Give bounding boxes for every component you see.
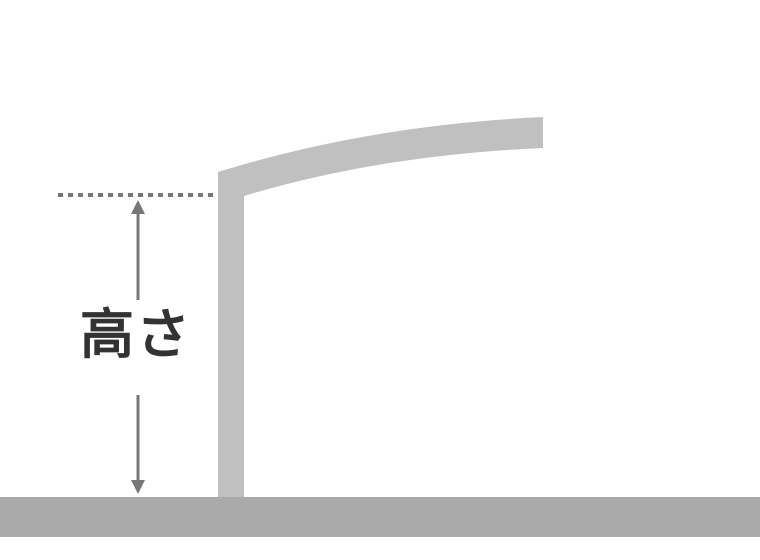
support-post [218,175,244,497]
arrow-up-icon [131,200,145,214]
roof-arch [218,117,543,200]
height-label: 高さ [80,303,192,366]
arrow-down-icon [131,480,145,494]
ground [0,497,760,537]
